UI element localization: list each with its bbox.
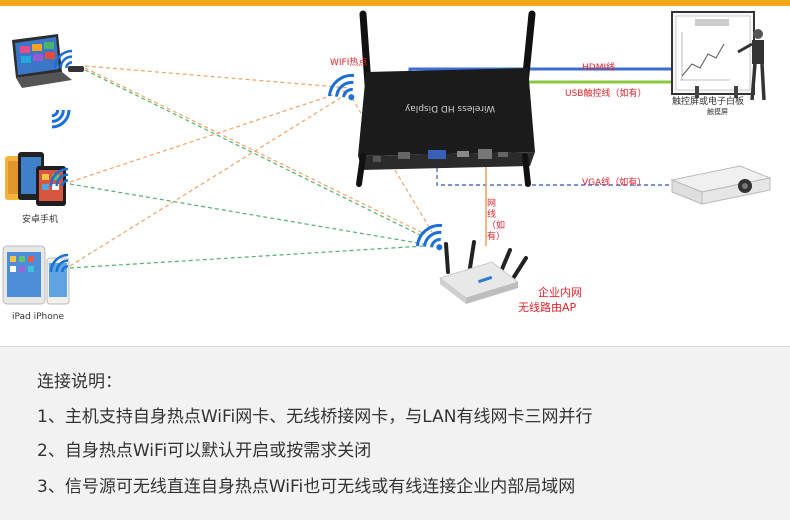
router-icon [438,240,528,304]
notes-title: 连接说明： [37,372,122,392]
connection-diagram: Wireless HD Display [0,6,790,346]
note-item-1: 1、主机支持自身热点WiFi网卡、无线桥接网卡，与LAN有线网卡三网并行 [37,407,593,427]
wireless-display-host-icon: Wireless HD Display [356,10,536,187]
android-phone-label: 安卓手机 [22,215,59,225]
link-phone-router [69,183,425,245]
laptop-wifi-icon-2 [51,109,71,129]
enterprise-intranet-label: 企业内网 [538,286,582,299]
router-wifi-icon [415,223,443,251]
diagram-canvas: Wireless HD Display [2,10,772,305]
touch-screen-label: 触控屏或电子白板 [672,97,745,107]
network-cable-label: 网线（如有） [487,199,506,242]
wireless-router-label: 无线路由AP [518,301,577,314]
laptop-icon [12,34,84,88]
hdmi-cable-label: HDMI线 [582,63,616,73]
android-phone-icon [5,152,66,206]
wifi-hotspot-label: WIFI热点 [330,58,368,68]
ipad-iphone-icon [2,245,70,305]
link-phone-hotspot [69,89,349,183]
top-accent-bar [0,0,790,6]
ipad-iphone-label: iPad iPhone [12,312,64,322]
link-ipad-hotspot [69,91,351,267]
phone-wifi-icon [49,167,69,187]
section-divider [0,346,790,347]
projector-icon [670,165,772,205]
laptop-wifi-icon [53,49,73,69]
hotspot-wifi-icon [327,73,355,101]
whiteboard-icon [671,11,766,101]
ipad-wifi-icon [49,253,69,273]
vga-cable-label: VGA线（如有） [582,178,647,188]
link-ipad-router [69,245,425,269]
touch-screen-sub-label: 触摸屏 [707,108,728,116]
note-item-3: 3、信号源可无线直连自身热点WiFi也可无线或有线连接企业内部局域网 [37,477,576,497]
connection-notes-panel [0,347,790,520]
device-brand-text: Wireless HD Display [404,103,495,113]
note-item-2: 2、自身热点WiFi可以默认开启或按需求关闭 [37,441,372,461]
link-laptop-hotspot [84,65,351,89]
link-laptop-router [84,67,426,235]
usb-touch-cable-label: USB触控线（如有） [565,89,647,99]
